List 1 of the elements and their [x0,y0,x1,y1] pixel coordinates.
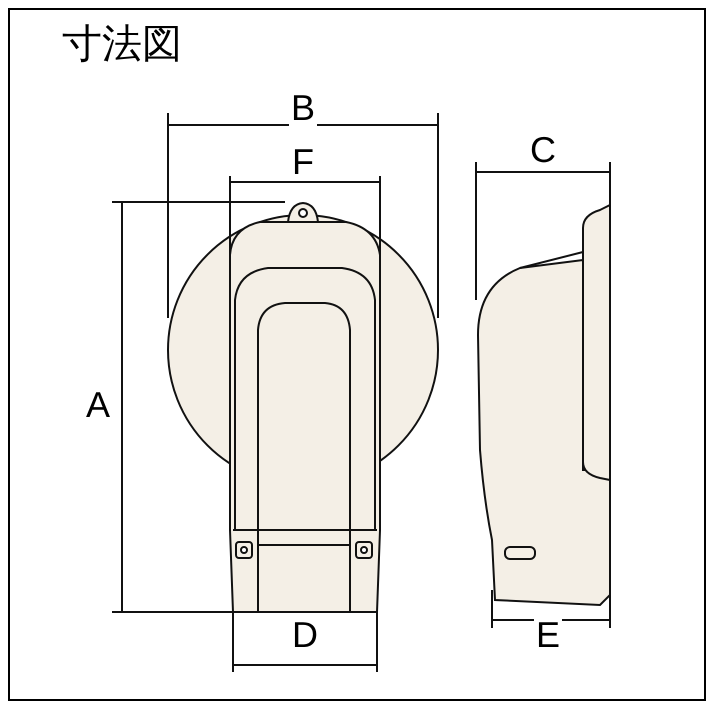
title: 寸法図 [62,24,182,64]
